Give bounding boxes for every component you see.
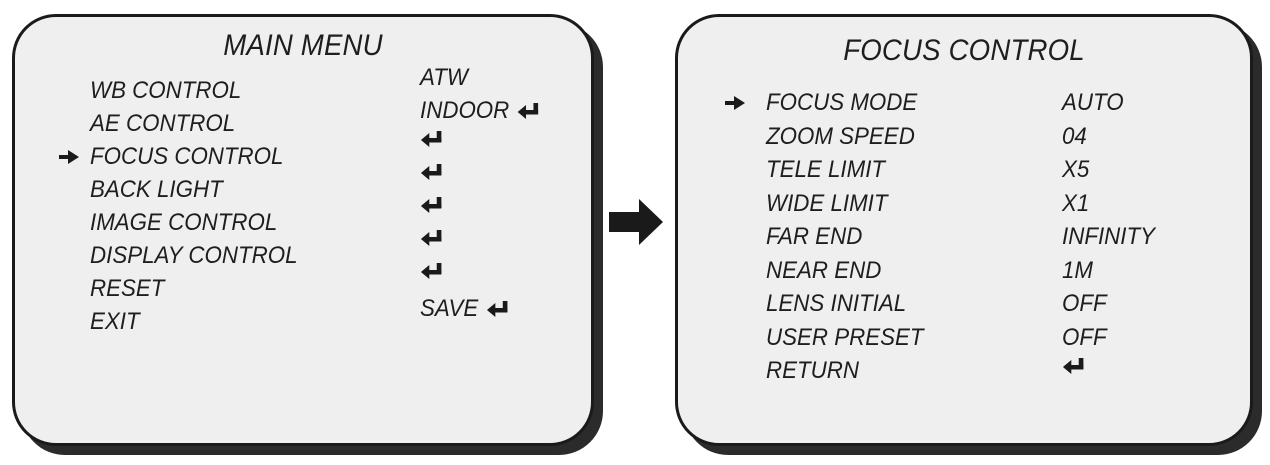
enter-return-icon (420, 197, 442, 213)
menu-item[interactable]: RETURN (678, 357, 1250, 389)
menu-item-value: SAVE (420, 295, 510, 323)
menu-item-label: WIDE LIMIT (766, 189, 888, 217)
main-menu-title: MAIN MENU (223, 29, 383, 62)
menu-item[interactable]: AE CONTROL INDOOR (15, 97, 591, 142)
menu-item[interactable]: EXIT SAVE (15, 295, 591, 340)
menu-item-value-text: 1M (1062, 256, 1094, 284)
enter-return-icon (517, 103, 539, 119)
menu-item-label: TELE LIMIT (766, 156, 886, 183)
enter-return-icon (420, 164, 442, 180)
right-arrow-cursor-icon (725, 96, 745, 110)
right-arrow-icon (609, 199, 663, 245)
menu-item-label: RESET (90, 275, 165, 302)
menu-item-value-text: INDOOR (420, 97, 510, 124)
menu-item-value-text: X1 (1062, 189, 1090, 217)
menu-item-value: X1 (1062, 190, 1089, 218)
menu-item[interactable]: WB CONTROL ATW (15, 64, 591, 109)
menu-item-value (420, 196, 444, 214)
menu-item[interactable]: USER PRESET OFF (678, 324, 1250, 356)
menu-item-label: WB CONTROL (90, 77, 242, 104)
menu-item-label: FOCUS CONTROL (90, 143, 284, 170)
menu-item-value: INFINITY (1062, 223, 1155, 251)
menu-item-value: X5 (1062, 156, 1089, 184)
menu-item-label: ZOOM SPEED (766, 122, 915, 150)
menu-item-value-text: OFF (1062, 290, 1107, 317)
menu-item[interactable]: DISPLAY CONTROL (15, 230, 591, 274)
menu-item-value (420, 130, 444, 148)
menu-item-value (1062, 357, 1086, 375)
menu-item[interactable]: WIDE LIMIT X1 (678, 190, 1250, 222)
menu-item[interactable]: FOCUS MODE AUTO (678, 89, 1250, 121)
enter-return-icon (420, 263, 442, 279)
menu-item-value: OFF (1062, 324, 1107, 352)
menu-item-label: BACK LIGHT (90, 176, 223, 203)
menu-item-value: 1M (1062, 257, 1093, 285)
menu-item-value (420, 229, 444, 247)
menu-item-label: AE CONTROL (90, 110, 236, 137)
menu-item-value: ATW (420, 64, 468, 92)
enter-return-icon (1062, 358, 1084, 374)
menu-item-label: IMAGE CONTROL (90, 209, 278, 236)
menu-item-value-text: 04 (1062, 122, 1087, 150)
menu-item-label: RETURN (766, 357, 859, 384)
enter-return-icon (420, 131, 442, 147)
menu-item-value-text: X5 (1062, 156, 1090, 183)
menu-item[interactable]: NEAR END 1M (678, 257, 1250, 289)
menu-item-value-text: AUTO (1062, 89, 1124, 116)
menu-item-value-text: SAVE (420, 295, 479, 322)
menu-item-value-text: OFF (1062, 323, 1107, 351)
menu-item[interactable]: FAR END INFINITY (678, 223, 1250, 255)
menu-item[interactable]: BACK LIGHT (15, 164, 591, 208)
enter-return-icon (420, 230, 442, 246)
menu-item-value-text: ATW (420, 64, 468, 91)
menu-item-label: FAR END (766, 223, 863, 250)
menu-item-label: EXIT (90, 308, 140, 335)
menu-item-value (420, 262, 444, 280)
main-menu-panel: MAIN MENU WB CONTROL ATW AE CONTROL INDOOR F… (12, 14, 594, 446)
menu-item[interactable]: IMAGE CONTROL (15, 197, 591, 241)
menu-item-label: FOCUS MODE (766, 89, 918, 116)
menu-item[interactable]: TELE LIMIT X5 (678, 156, 1250, 188)
menu-item-label: DISPLAY CONTROL (90, 242, 298, 269)
menu-item-value: AUTO (1062, 89, 1124, 117)
focus-control-title: FOCUS CONTROL (843, 34, 1085, 67)
menu-item-value (420, 163, 444, 181)
menu-item[interactable]: RESET (15, 263, 591, 307)
menu-item-value: OFF (1062, 290, 1107, 318)
menu-item-label: USER PRESET (766, 323, 924, 351)
menu-item-value: 04 (1062, 123, 1087, 151)
menu-item-value-text: INFINITY (1062, 223, 1155, 250)
menu-item-label: NEAR END (766, 256, 882, 284)
enter-return-icon (486, 301, 508, 317)
menu-item[interactable]: ZOOM SPEED 04 (678, 123, 1250, 155)
menu-item[interactable]: FOCUS CONTROL (15, 131, 591, 175)
right-arrow-cursor-icon (59, 150, 79, 164)
menu-item-value: INDOOR (420, 97, 541, 125)
focus-control-panel: FOCUS CONTROL FOCUS MODE AUTO ZOOM SPEED 04… (675, 14, 1253, 446)
menu-item-label: LENS INITIAL (766, 290, 907, 317)
menu-item[interactable]: LENS INITIAL OFF (678, 290, 1250, 322)
